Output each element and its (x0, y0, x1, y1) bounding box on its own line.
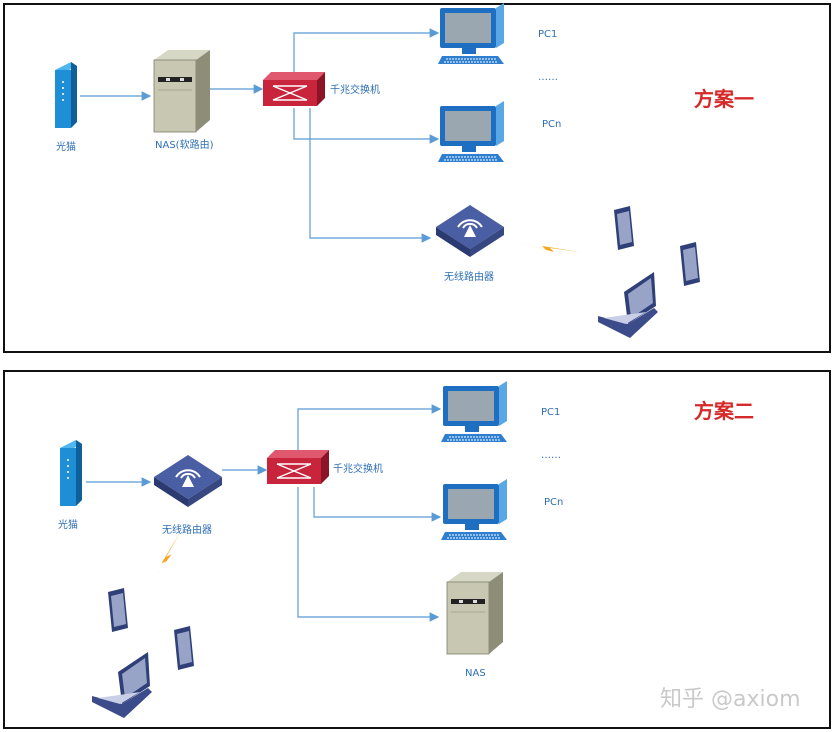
modem-icon (60, 440, 82, 506)
tablet-icon (108, 588, 128, 632)
wireless-signal-icon (148, 526, 182, 590)
switch-icon (266, 449, 330, 485)
pcn-icon (440, 478, 508, 541)
pcn-label: PCn (542, 119, 561, 130)
pcn-label: PCn (544, 497, 563, 508)
tablet-icon (174, 626, 194, 670)
pcn-icon (437, 100, 505, 163)
pc1-label: PC1 (538, 29, 557, 40)
scheme-title: 方案一 (694, 87, 754, 111)
modem-label: 光猫 (58, 518, 78, 531)
pc1-icon (437, 2, 505, 65)
scheme-2: 光猫 无线路由器 千兆交换机 PC1 …… PCn NAS 方案二 (58, 380, 754, 718)
nas-label: NAS (465, 668, 486, 679)
nas-server-icon (446, 571, 504, 655)
link-switch-nas (297, 487, 440, 622)
modem-label: 光猫 (56, 140, 76, 153)
scheme-1: 光猫 NAS(软路由) 千兆交换机 PC1 …… PCn 无线路由器 方案一 (55, 2, 754, 338)
modem-icon (55, 62, 77, 128)
wireless-router-icon (435, 204, 505, 258)
nas-server-icon (153, 49, 211, 133)
tablet-icon (614, 206, 634, 250)
pc1-label: PC1 (541, 407, 560, 418)
switch-icon (262, 71, 326, 107)
router-label: 无线路由器 (162, 523, 212, 536)
ellipsis-label: …… (541, 450, 561, 461)
scheme-1-panel (3, 3, 831, 353)
router-label: 无线路由器 (444, 270, 494, 283)
pc1-icon (440, 380, 508, 443)
laptop-icon (598, 272, 658, 338)
nas-label: NAS(软路由) (155, 138, 214, 151)
scheme-title: 方案二 (694, 399, 754, 423)
switch-label: 千兆交换机 (333, 462, 383, 475)
link-switch-pcn (293, 108, 440, 144)
link-switch-pcn (313, 487, 442, 522)
switch-label: 千兆交换机 (330, 83, 380, 96)
wireless-signal-icon (516, 242, 580, 252)
ellipsis-label: …… (538, 72, 558, 83)
link-switch-pc1 (297, 404, 442, 454)
link-switch-pc1 (293, 28, 440, 75)
scheme-2-panel (3, 370, 831, 729)
tablet-icon (680, 242, 700, 286)
wireless-router-icon (153, 454, 223, 508)
link-switch-router (309, 108, 432, 243)
watermark: 知乎 @axiom (660, 687, 801, 712)
laptop-icon (92, 652, 152, 718)
